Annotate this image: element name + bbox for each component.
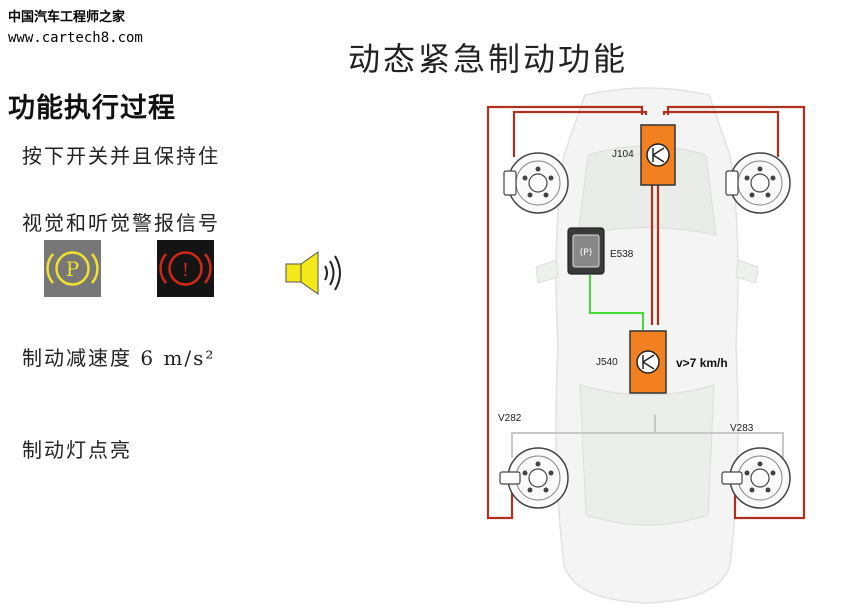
label-v282: V282 xyxy=(498,413,522,424)
rear-right-brake-disc-icon xyxy=(721,447,791,509)
front-right-brake-disc-icon xyxy=(725,152,791,214)
step-visual-audio-warning: 视觉和听觉警报信号 xyxy=(22,211,220,235)
label-e538: E538 xyxy=(610,249,634,260)
e538-symbol: (P) xyxy=(580,248,592,258)
parking-brake-letter: P xyxy=(66,257,79,281)
speaker-icon xyxy=(285,250,345,302)
step-press-hold-switch: 按下开关并且保持住 xyxy=(22,144,220,168)
parking-brake-warning-icon: P xyxy=(44,240,101,297)
epb-control-unit-icon xyxy=(629,330,667,394)
page-title: 动态紧急制动功能 xyxy=(348,40,629,78)
brake-system-diagram: J104 (P) E538 J540 v>7 km/h V282 V283 xyxy=(480,85,815,612)
parking-brake-button-icon: (P) xyxy=(567,227,605,275)
abs-control-unit-icon xyxy=(640,124,676,186)
rear-left-brake-disc-icon xyxy=(499,447,569,509)
label-j540: J540 xyxy=(596,357,618,368)
watermark-brand: 中国汽车工程师之家 xyxy=(8,10,126,25)
section-title: 功能执行过程 xyxy=(8,93,176,124)
step-brake-light-on: 制动灯点亮 xyxy=(22,438,132,462)
switch-wire xyxy=(589,275,644,330)
label-v283: V283 xyxy=(730,423,754,434)
watermark-url: www.cartech8.com xyxy=(8,30,143,46)
front-left-brake-disc-icon xyxy=(503,152,569,214)
label-speed-condition: v>7 km/h xyxy=(676,356,728,370)
brake-lines xyxy=(486,105,806,520)
brake-warning-letter: ! xyxy=(182,260,189,281)
step-brake-deceleration: 制动减速度 6 m/s² xyxy=(22,346,216,370)
signal-lines xyxy=(511,415,784,458)
brake-warning-icon: ! xyxy=(157,240,214,297)
label-j104: J104 xyxy=(612,149,634,160)
